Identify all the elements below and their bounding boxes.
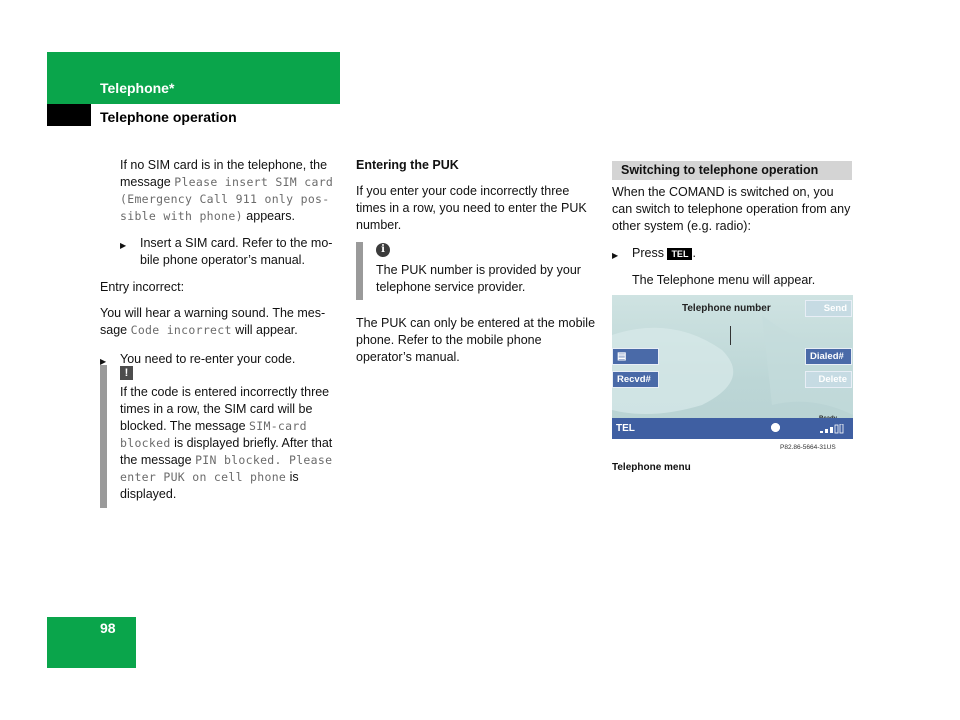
tel-key-icon: TEL [667, 248, 693, 260]
warning-paragraph: You will hear a warning sound. The mes-s… [100, 306, 326, 337]
info-note: i The PUK number is provided by your tel… [376, 243, 596, 296]
info-text: The PUK number is provided by your telep… [376, 263, 581, 294]
mono-message: Please insert SIM card (Emergency Call 9… [120, 175, 334, 223]
column-2: Entering the PUK If you enter your code … [356, 157, 598, 234]
page-number-box [47, 617, 136, 668]
column-1: If no SIM card is in the telephone, the … [100, 157, 342, 370]
bullet-item: Insert a SIM card. Refer to the mo-bile … [120, 235, 342, 269]
figure-caption: Telephone menu [612, 462, 691, 473]
telephone-menu-screen: Telephone number Send ▤ Dialed# Recvd# D… [612, 295, 853, 439]
header-black-tab [47, 104, 91, 126]
tel-label: TEL [616, 423, 635, 434]
dot-icon [771, 423, 780, 432]
warning-icon: ! [120, 366, 133, 380]
warning-text: If the code is entered incorrectly three… [120, 385, 333, 501]
header-band [47, 52, 340, 104]
dialed-button[interactable]: Dialed# [805, 348, 852, 365]
puk-paragraph: If you enter your code incorrectly three… [356, 184, 587, 232]
result-text: The Telephone menu will appear. [632, 273, 816, 287]
note-bar [100, 365, 107, 508]
cursor [730, 326, 731, 345]
bullet-item: Press TEL. [612, 245, 854, 264]
phonebook-icon: ▤ [617, 351, 627, 362]
entry-incorrect-label: Entry incorrect: [100, 280, 185, 294]
page-number: 98 [100, 620, 116, 636]
warning-note: ! If the code is entered incorrectly thr… [120, 366, 342, 503]
info-icon: i [376, 243, 390, 257]
intro-paragraph: If no SIM card is in the telephone, the … [120, 158, 334, 223]
phonebook-button[interactable]: ▤ [612, 348, 659, 365]
image-code: P82.86-5664-31US [780, 444, 836, 451]
status-bar [612, 418, 853, 439]
puk-mobile-paragraph: The PUK can only be entered at the mobil… [356, 316, 596, 364]
section-heading: Switching to telephone operation [621, 163, 819, 177]
subsection-title: Telephone operation [100, 109, 237, 125]
section-heading-box [612, 161, 852, 180]
section-title: Telephone* [100, 80, 175, 96]
switch-paragraph: When the COMAND is switched on, you can … [612, 185, 851, 233]
delete-button[interactable]: Delete [805, 371, 852, 388]
column-3: When the COMAND is switched on, you can … [612, 184, 854, 289]
bullet-item: You need to re-enter your code. [100, 351, 342, 370]
signal-icon [820, 424, 844, 434]
screen-title: Telephone number [682, 303, 771, 314]
send-button[interactable]: Send [805, 300, 852, 317]
info-bar [356, 242, 363, 300]
puk-heading: Entering the PUK [356, 158, 459, 172]
recvd-button[interactable]: Recvd# [612, 371, 659, 388]
